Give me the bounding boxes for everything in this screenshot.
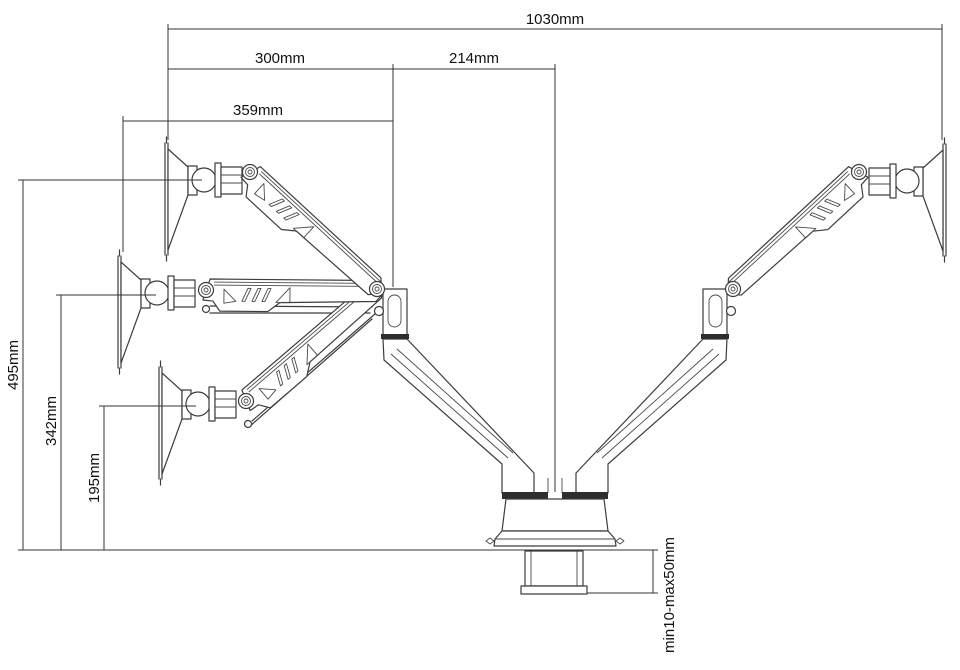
dimension-195mm: 195mm [86, 406, 105, 550]
pivot-mid-left [197, 281, 215, 299]
elbow-housing-right [700, 288, 730, 340]
flange-screw-left [485, 537, 495, 545]
dimension-214mm: 214mm [393, 50, 555, 70]
bracket-link-pin-bottom [243, 419, 253, 429]
flange-screw-right [615, 537, 625, 545]
dimension-label-195mm: 195mm [86, 453, 103, 503]
elbow-link-pin-right [725, 305, 737, 317]
dimension-300mm: 300mm [168, 50, 393, 70]
pivot-top-left [241, 163, 259, 181]
dimension-359mm: 359mm [123, 102, 393, 122]
pivot-elbow-right [724, 280, 742, 298]
dimension-1030mm: 1030mm [168, 11, 942, 30]
desk-clamp [524, 550, 584, 587]
dimension-label-342mm: 342mm [43, 396, 60, 446]
dimension-495mm: 495mm [5, 180, 24, 550]
dimension-clamp-range: min10-max50mm [587, 537, 678, 653]
dimension-label-clamp-range: min10-max50mm [661, 537, 678, 653]
pivot-right [850, 163, 868, 181]
base-assembly [382, 338, 728, 595]
dimension-label-214mm: 214mm [449, 50, 499, 67]
elbow-housing-left [380, 288, 410, 340]
dimension-lines: 1030mm 300mm 214mm 359mm 495mm 342mm [5, 11, 943, 653]
desk-clamp-foot [520, 585, 588, 595]
dimension-label-359mm: 359mm [233, 102, 283, 119]
pivot-bottom-left [237, 392, 255, 410]
base-flange [493, 530, 617, 547]
dimension-label-495mm: 495mm [5, 340, 22, 390]
dimension-label-1030mm: 1030mm [526, 11, 584, 28]
collar-band-left [502, 492, 548, 499]
dimension-342mm: 342mm [43, 295, 62, 550]
dimension-label-300mm: 300mm [255, 50, 305, 67]
elbow-link-pin-left [373, 305, 385, 317]
pivot-elbow-left [368, 280, 386, 298]
bracket-link-pin-mid [201, 304, 211, 314]
collar-band-right [562, 492, 608, 499]
base-bell [501, 498, 609, 532]
